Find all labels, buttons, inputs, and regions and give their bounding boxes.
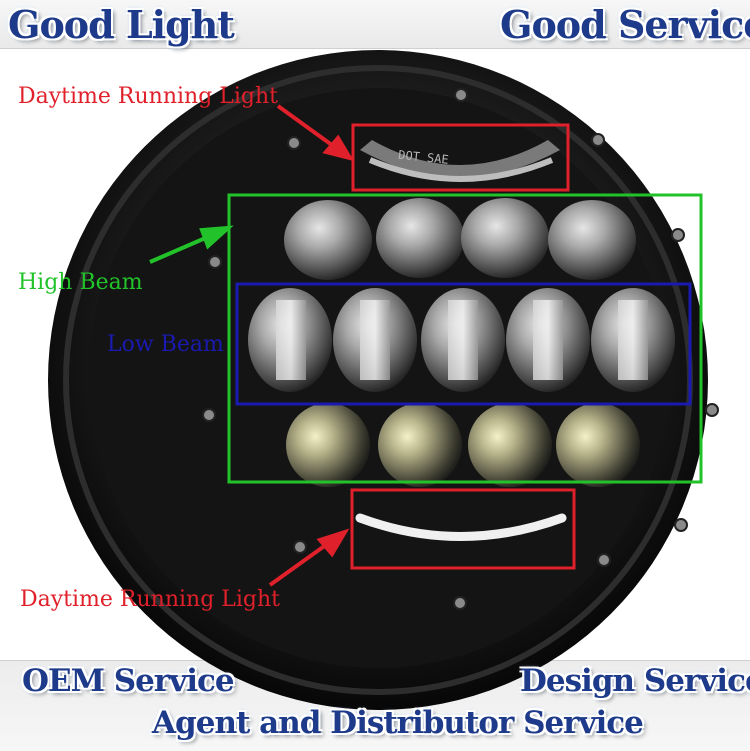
mounting-screws bbox=[202, 88, 719, 610]
banner-good-light: Good Light bbox=[8, 2, 235, 47]
drl-top-box bbox=[351, 123, 570, 192]
low-beam-box bbox=[235, 282, 692, 406]
drl-top-lens bbox=[360, 140, 560, 178]
label-low-beam: Low Beam bbox=[107, 332, 224, 357]
label-drl-bottom: Daytime Running Light bbox=[20, 587, 281, 612]
banner-agent-distributor-service: Agent and Distributor Service bbox=[152, 705, 644, 741]
label-high-beam: High Beam bbox=[18, 270, 143, 295]
high-beam-row-top bbox=[284, 198, 636, 280]
drl-top-arrow bbox=[276, 104, 355, 162]
high-beam-arrow bbox=[149, 225, 234, 264]
top-banner-strip bbox=[0, 0, 750, 49]
drl-bottom-light bbox=[355, 513, 567, 541]
high-beam-row-bottom bbox=[286, 403, 640, 487]
label-drl-top: Daytime Running Light bbox=[18, 84, 279, 109]
drl-bottom-arrow bbox=[268, 528, 350, 587]
banner-oem-service: OEM Service bbox=[22, 663, 235, 699]
low-beam-row bbox=[248, 288, 675, 392]
drl-top-light bbox=[368, 157, 554, 182]
banner-design-service: Design Service bbox=[520, 663, 750, 699]
high-beam-box bbox=[227, 193, 703, 484]
drl-bottom-box bbox=[350, 488, 576, 570]
banner-good-service: Good Service bbox=[500, 2, 750, 47]
lens-marking: DOT SAE bbox=[398, 148, 450, 167]
